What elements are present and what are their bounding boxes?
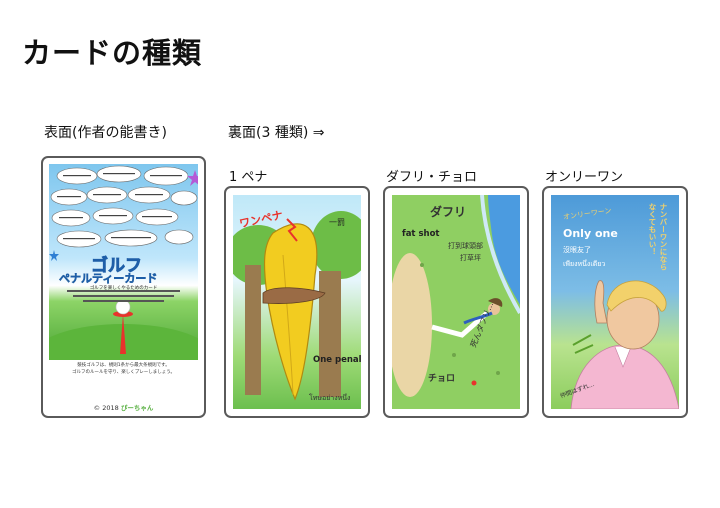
only-one-card-artwork: オンリーワーン Only one 沒眼友了 เพียงหนึ่งเดียว ナン…: [551, 195, 679, 409]
front-card-illustration: [49, 165, 198, 360]
front-card-title-line1: ゴルフ: [91, 256, 143, 277]
penalty-card: ワンペナ 一罰 One penalty โทษอย่างหนึ่ง: [224, 186, 370, 418]
front-card-title-line2: ペナルティーカード: [59, 272, 158, 286]
only-one-card-side: ナンバーワンにならなくてもいい！: [648, 203, 668, 271]
front-card-footer: 競技ゴルフは、規則1条から最大条規則です。 ゴルフのルールを守り、楽しくプレーし…: [49, 362, 198, 376]
dafuri-card-english: fat shot: [402, 229, 440, 239]
front-card-subtitle: ゴルフを楽しくやるためのカード: [89, 286, 158, 291]
dafuri-card-note1: 打到球頭部: [448, 242, 483, 250]
dafuri-card-chip: チョロ: [428, 374, 456, 384]
front-section-label: 表面(作者の能書き): [44, 125, 167, 141]
card-label-penalty: 1 ペナ: [229, 170, 268, 185]
penalty-card-english: One penalty: [313, 355, 361, 365]
penalty-card-artwork: ワンペナ 一罰 One penalty โทษอย่างหนึ่ง: [233, 195, 361, 409]
dafuri-card-artwork: ダフリ fat shot 打到球頭部 打草坪 死んダフリ… チョロ: [392, 195, 520, 409]
front-card-footer-line1: 競技ゴルフは、規則1条から最大条規則です。: [77, 363, 170, 368]
penalty-card-tag: 一罰: [329, 218, 345, 227]
dafuri-card-heading: ダフリ: [430, 205, 467, 219]
front-card-artwork: ゴルフ ペナルティーカード ゴルフを楽しくやるためのカード: [49, 164, 198, 360]
dafuri-card-illustration: [392, 195, 520, 397]
only-one-card-illustration: [570, 280, 679, 409]
copyright-text: © 2018: [93, 404, 119, 412]
front-card-footer-line2: ゴルフのルールを守り、楽しくプレーしましょう。: [71, 370, 176, 375]
brand-logo: ぴーちゃん: [120, 404, 154, 412]
page-title: カードの種類: [22, 36, 203, 70]
only-one-card-note2: เพียงหนึ่งเดียว: [563, 260, 606, 268]
only-one-card-note1: 沒眼友了: [563, 246, 591, 254]
only-one-card: オンリーワーン Only one 沒眼友了 เพียงหนึ่งเดียว ナン…: [542, 186, 688, 418]
card-label-dafuri: ダフリ・チョロ: [386, 170, 478, 185]
dafuri-card: ダフリ fat shot 打到球頭部 打草坪 死んダフリ… チョロ: [383, 186, 529, 418]
front-card: ゴルフ ペナルティーカード ゴルフを楽しくやるためのカード 競技ゴルフは、規則1…: [41, 156, 206, 418]
penalty-card-thai: โทษอย่างหนึ่ง: [309, 394, 351, 402]
only-one-card-english: Only one: [563, 227, 618, 240]
penalty-card-illustration: [233, 211, 361, 401]
dafuri-card-note2: 打草坪: [460, 254, 481, 262]
front-card-copyright: © 2018 ぴーちゃん: [43, 402, 204, 412]
back-section-label: 裏面(3 種類) ⇒: [228, 125, 325, 141]
card-label-only-one: オンリーワン: [545, 170, 624, 185]
